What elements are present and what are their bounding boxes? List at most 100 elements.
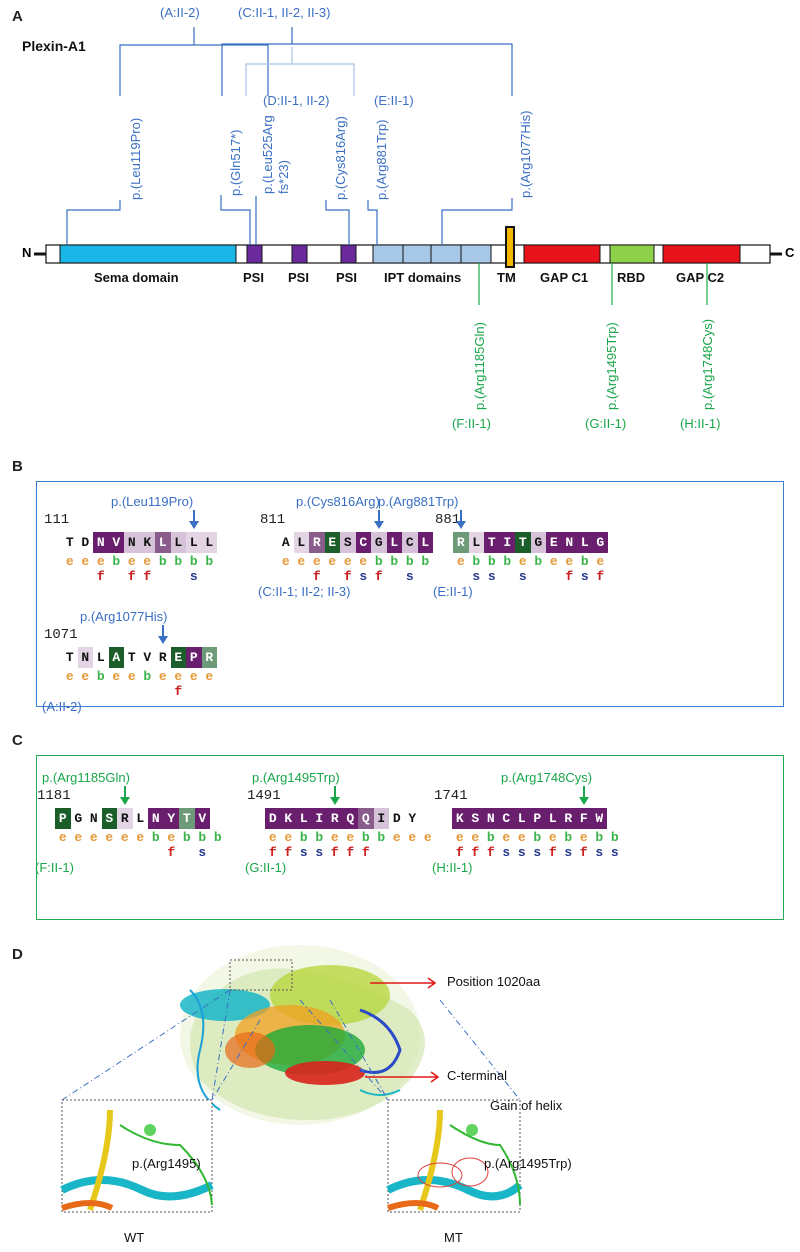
residue: D <box>392 811 401 826</box>
annotation-cell: f <box>455 845 464 860</box>
variant-label: p.(Cys816Arg) <box>296 494 380 509</box>
annotation-cell <box>62 684 78 699</box>
annotation-cell <box>124 684 140 699</box>
group-label: (F:II-1) <box>35 860 74 875</box>
ipt-domain-1 <box>372 244 404 264</box>
annotation-cell: f <box>548 845 557 860</box>
residue: T <box>65 535 74 550</box>
residue: I <box>373 808 389 829</box>
annotation-cell: b <box>189 554 198 569</box>
annotation-cell: e <box>346 830 355 845</box>
residue: Y <box>408 811 417 826</box>
ipt-label: IPT domains <box>384 270 462 285</box>
annotation-cell: e <box>408 830 417 845</box>
annotation-cell: s <box>533 845 542 860</box>
c-terminus-label: C <box>785 245 795 260</box>
residue: S <box>340 532 356 553</box>
group-c-label: (C:II-1, II-2, II-3) <box>238 5 331 20</box>
annotation-cell: e <box>392 830 401 845</box>
residue: R <box>158 650 167 665</box>
annotation-cell: e <box>359 554 368 569</box>
n-terminus-label: N <box>22 245 32 260</box>
annotation-cell <box>294 569 310 584</box>
annotation-cell: f <box>284 845 293 860</box>
annotation-cell: s <box>610 845 619 860</box>
annotation-cell: e <box>297 554 306 569</box>
panel-c-box <box>36 755 784 920</box>
annotation-cell <box>325 569 341 584</box>
residue: K <box>280 808 296 829</box>
annotation-cell: b <box>205 554 214 569</box>
callout-c-terminal: C-terminal <box>447 1068 507 1083</box>
panel-b-box <box>36 481 784 707</box>
gap-c1-domain <box>523 244 601 264</box>
residue: L <box>386 532 402 553</box>
annotation-cell: f <box>343 569 352 584</box>
residue: K <box>452 808 468 829</box>
residue: L <box>186 532 202 553</box>
annotation-cell: b <box>315 830 324 845</box>
ipt-domain-2 <box>402 244 432 264</box>
residue: L <box>514 808 530 829</box>
rbd-domain <box>609 244 655 264</box>
residue: I <box>311 808 327 829</box>
variant-gln517: p.(Gln517*) <box>228 129 243 196</box>
residue: A <box>281 535 290 550</box>
residue: I <box>499 532 515 553</box>
annotation-cell <box>117 845 133 860</box>
psi-domain-3 <box>340 244 357 264</box>
residue: S <box>467 808 483 829</box>
annotation-cell <box>148 845 164 860</box>
variant-leu119pro: p.(Leu119Pro) <box>128 117 143 200</box>
annotation-cell: f <box>127 569 136 584</box>
annotation-cell: s <box>405 569 414 584</box>
variant-arg1077his: p.(Arg1077His) <box>518 110 533 198</box>
annotation-cell: s <box>472 569 481 584</box>
annotation-cell: f <box>143 569 152 584</box>
annotation-cell: e <box>518 554 527 569</box>
tm-label: TM <box>497 270 516 285</box>
annotation-cell: e <box>143 554 152 569</box>
panel-letter-d: D <box>12 946 23 963</box>
annotation-cell: e <box>120 830 129 845</box>
gap-c1-label: GAP C1 <box>540 270 589 285</box>
variant-cys816arg: p.(Cys816Arg) <box>333 116 348 200</box>
variant-label: p.(Leu119Pro) <box>111 494 194 509</box>
residue: L <box>468 532 484 553</box>
bracket-d <box>245 47 355 96</box>
residue: N <box>93 532 109 553</box>
annotation-cell: e <box>136 830 145 845</box>
annotation-cell <box>171 569 187 584</box>
residue: T <box>484 532 500 553</box>
annotation-cell: b <box>182 830 191 845</box>
residue: T <box>127 650 136 665</box>
annotation-cell: e <box>81 669 90 684</box>
residue: G <box>74 811 83 826</box>
psi-label-2: PSI <box>288 270 309 285</box>
residue: L <box>296 808 312 829</box>
callout-gain-of-helix: Gain of helix <box>490 1098 563 1113</box>
annotation-cell <box>374 845 390 860</box>
wt-inset <box>60 1099 214 1213</box>
residue: R <box>201 647 217 668</box>
annotation-cell <box>186 684 202 699</box>
annotation-cell: e <box>284 830 293 845</box>
annotation-cell: f <box>471 845 480 860</box>
annotation-cell: f <box>96 569 105 584</box>
function-row: f <box>62 684 217 699</box>
psi-label-1: PSI <box>243 270 264 285</box>
variant-arrow-icon <box>330 786 340 805</box>
annotation-cell: e <box>330 830 339 845</box>
annotation-cell: f <box>565 569 574 584</box>
position-number: 1071 <box>44 627 78 643</box>
annotation-cell: b <box>377 830 386 845</box>
psi-domain-1 <box>246 244 263 264</box>
